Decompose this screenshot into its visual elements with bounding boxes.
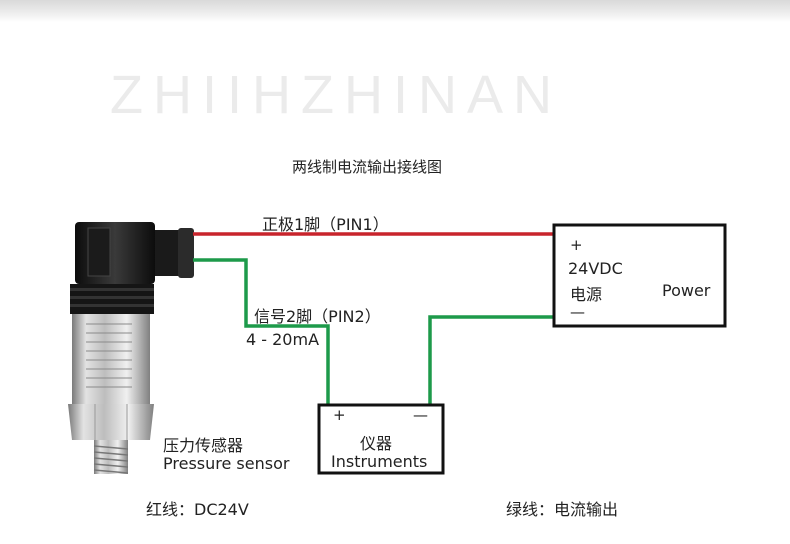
instrument-label-cn: 仪器 — [360, 434, 393, 453]
pin2-label: 信号2脚（PIN2） — [254, 307, 381, 326]
power-voltage: 24VDC — [568, 259, 623, 278]
power-plus-sign: + — [570, 236, 583, 254]
legend-green-wire: 绿线：电流输出 — [506, 500, 619, 519]
brand-watermark: ZHIIHZHINAN — [110, 65, 562, 125]
diagram-title: 两线制电流输出接线图 — [292, 158, 443, 176]
sensor-label-cn: 压力传感器 — [163, 436, 244, 455]
current-range-label: 4 - 20mA — [246, 330, 320, 349]
top-gradient-band — [0, 0, 790, 22]
instrument-minus-sign: — — [413, 406, 428, 424]
instrument-box — [317, 403, 445, 475]
green-wire-return — [428, 315, 553, 405]
power-label-en: Power — [662, 281, 711, 300]
power-label-cn: 电源 — [570, 285, 603, 304]
pin1-label: 正极1脚（PIN1） — [262, 215, 389, 234]
instrument-plus-sign: + — [333, 406, 346, 424]
power-minus-sign: — — [570, 303, 585, 321]
legend-red-wire: 红线：DC24V — [146, 500, 249, 519]
instrument-label-en: Instruments — [331, 452, 428, 471]
green-wire-signal — [193, 258, 330, 405]
sensor-label-en: Pressure sensor — [163, 454, 290, 473]
power-box — [552, 223, 727, 328]
pressure-sensor-image — [68, 222, 194, 474]
